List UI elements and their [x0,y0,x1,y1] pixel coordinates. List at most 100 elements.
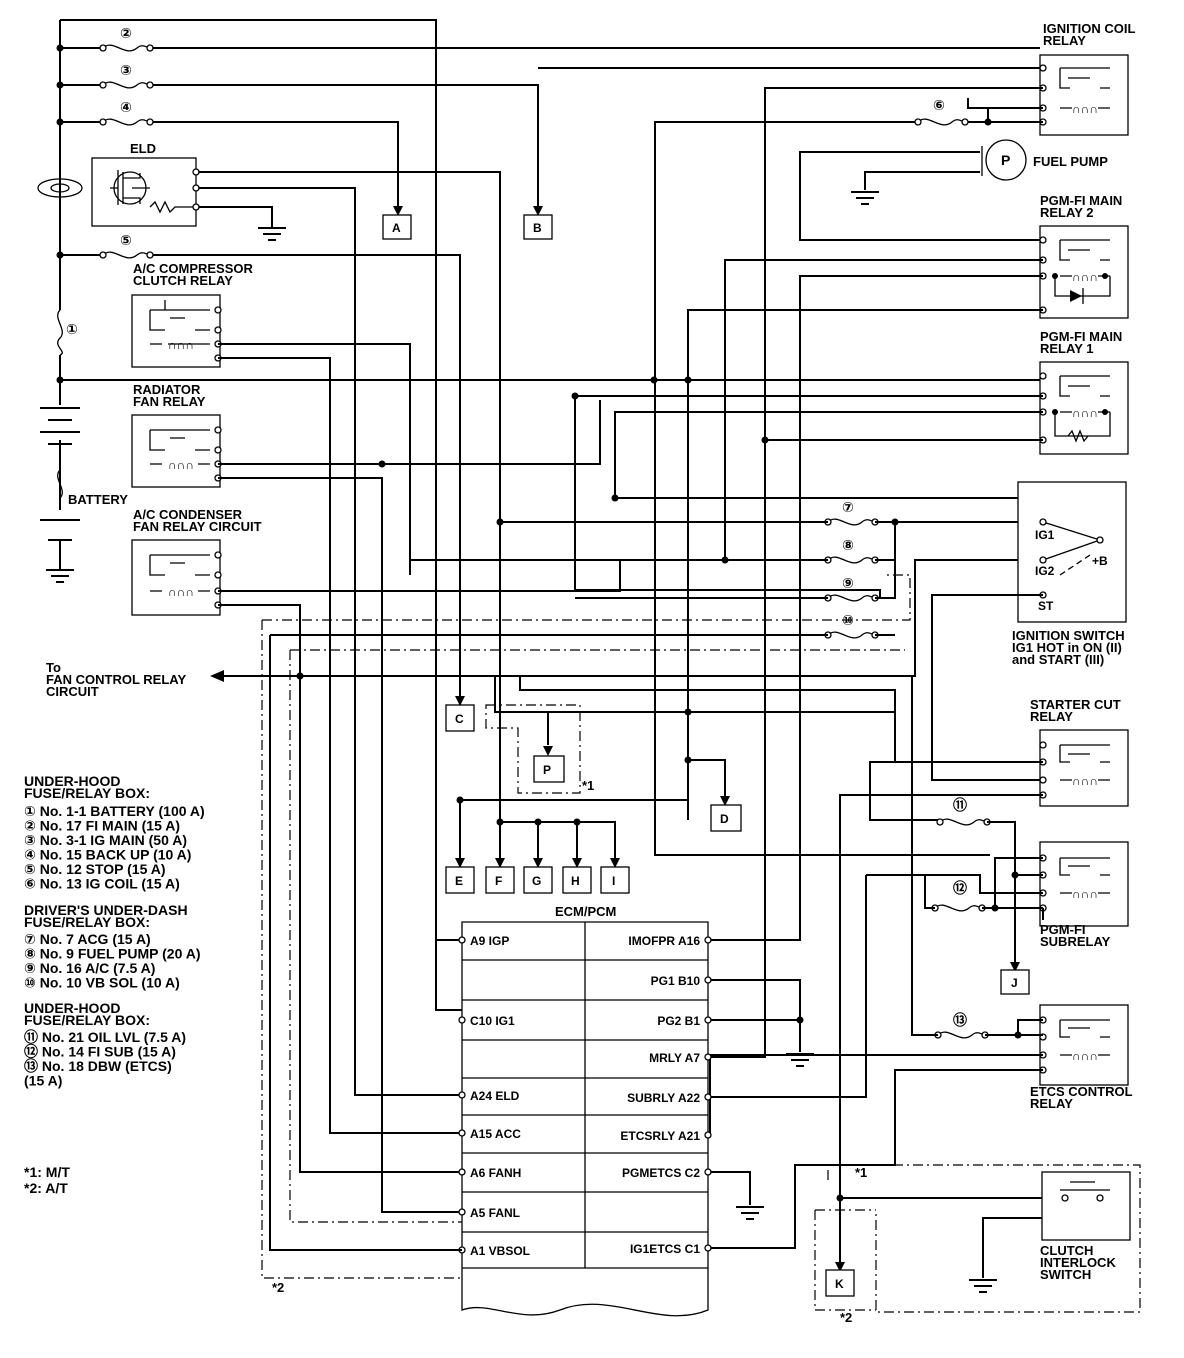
fuse-12 [931,904,986,912]
svg-text:B: B [533,221,542,235]
fuse-label-11: ⑪ [953,797,967,813]
etcs-control-relay: ∩∩∩ [709,676,1129,1249]
ecm-pin-a15-acc: A15 ACC [470,1127,521,1141]
note-star2-vbsol: *2 [272,1280,284,1295]
ecm-pin-pgmetcs-c2: PGMETCS C2 [622,1166,700,1180]
legend-note-mt: *1: M/T [24,1164,70,1180]
ecm-pcm: ECM/PCM A9 IGP C10 IG1 A24 ELD A15 ACC A… [269,635,712,1317]
svg-text:∩∩∩: ∩∩∩ [168,585,194,599]
connector-E: E [445,866,475,894]
under-dash-fuse-wiring [262,518,1043,677]
at-dashed-box [814,1209,876,1311]
svg-text:A: A [392,221,401,235]
svg-text:H: H [571,874,580,888]
battery-power-rail [59,19,1040,1011]
pgmfi-subrelay: ∩∩∩ [710,821,1129,1098]
svg-text:F: F [495,874,502,888]
ecm-pin-mrly-a7: MRLY A7 [649,1051,700,1065]
fuse-5 [99,251,154,259]
connector-D: D [710,804,742,832]
fuel-pump-label: FUEL PUMP [1033,154,1108,169]
fan-control-arrow-icon [210,670,300,682]
fuse-3 [99,81,154,89]
ecm-pin-a5-fanl: A5 FANL [470,1206,520,1220]
ac-condenser-fan-relay: ∩∩∩ [131,539,621,1173]
ecm-ground-pg-icon [786,1053,814,1067]
ecm-pin-a6-fanh: A6 FANH [470,1166,521,1180]
st-label: ST [1038,599,1054,613]
svg-text:∩∩∩: ∩∩∩ [168,338,194,352]
fuse-label-13: ⑬ [953,1012,967,1028]
svg-text:∩∩∩: ∩∩∩ [1072,774,1098,788]
ecm-pin-etcsrly-a21: ETCSRLY A21 [620,1129,700,1143]
fuse-9 [824,594,879,602]
ecm-pin-c10-ig1: C10 IG1 [470,1014,515,1028]
battery-icon [40,407,80,541]
eld-label: ELD [130,141,156,156]
pgmfi-main-relay-2: ∩∩∩ [687,225,1129,941]
ecm-pin-subrly-a22: SUBRLY A22 [627,1091,700,1105]
starter-cut-relay: ∩∩∩ [519,676,1129,1270]
svg-text:G: G [532,874,541,888]
fuel-pump [799,139,1040,241]
fuse-label-10: ⑩ [842,612,854,628]
fuse-label-6: ⑥ [933,97,945,113]
fuse-label-3: ③ [120,62,132,78]
ecm-pin-imofpr-a16: IMOFPR A16 [628,934,700,948]
current-sensor-loop-icon [37,178,83,198]
ecm-pin-a1-vbsol: A1 VBSOL [470,1244,530,1258]
ig1-label: IG1 [1035,528,1055,542]
fuse-2 [99,44,154,52]
plus-b-label: +B [1092,554,1108,568]
battery-ground-icon [46,569,74,583]
svg-text:∩∩∩: ∩∩∩ [1072,1049,1098,1063]
clutch-ground-icon [969,1279,997,1293]
note-star1-mt-p: *1 [582,778,594,793]
svg-text:P: P [543,763,551,777]
connector-H: H [562,866,592,894]
connector-C: C [445,704,475,732]
svg-text:D: D [720,812,729,826]
fuse-label-4: ④ [120,99,132,115]
svg-text:∩∩∩: ∩∩∩ [1072,887,1098,901]
connector-A: A [382,214,412,240]
connector-P: P [533,755,565,783]
fuse-label-5: ⑤ [120,232,132,248]
svg-text:K: K [835,1277,844,1291]
svg-text:∩∩∩: ∩∩∩ [1072,102,1098,116]
battery-label: BATTERY [68,492,128,507]
svg-text:I: I [612,874,615,888]
note-star2-k: *2 [840,1310,852,1325]
fuse-7 [824,518,879,526]
svg-text:∩∩∩: ∩∩∩ [168,458,194,472]
ecm-pin-pg2-b1: PG2 B1 [657,1014,700,1028]
connector-I: I [600,866,630,894]
connector-B: B [523,214,553,240]
fuse-1 [57,309,63,356]
fuse-4 [99,118,154,126]
fuse-label-12: ⑫ [953,880,967,896]
svg-text:∩∩∩: ∩∩∩ [1072,406,1098,420]
connector-G: G [523,866,553,894]
fuse-label-8: ⑧ [842,537,854,553]
ecm-pin-pg1-b10: PG1 B10 [651,974,701,988]
fuse-13 [934,1031,989,1039]
ecm-pin-ig1etcs-c1: IG1ETCS C1 [630,1242,700,1256]
connector-arrows [393,206,1020,1272]
ig2-label: IG2 [1035,564,1055,578]
ecm-pin-a9-igp: A9 IGP [470,934,509,948]
eld-module [91,157,501,1096]
fuse-6 [914,118,969,126]
